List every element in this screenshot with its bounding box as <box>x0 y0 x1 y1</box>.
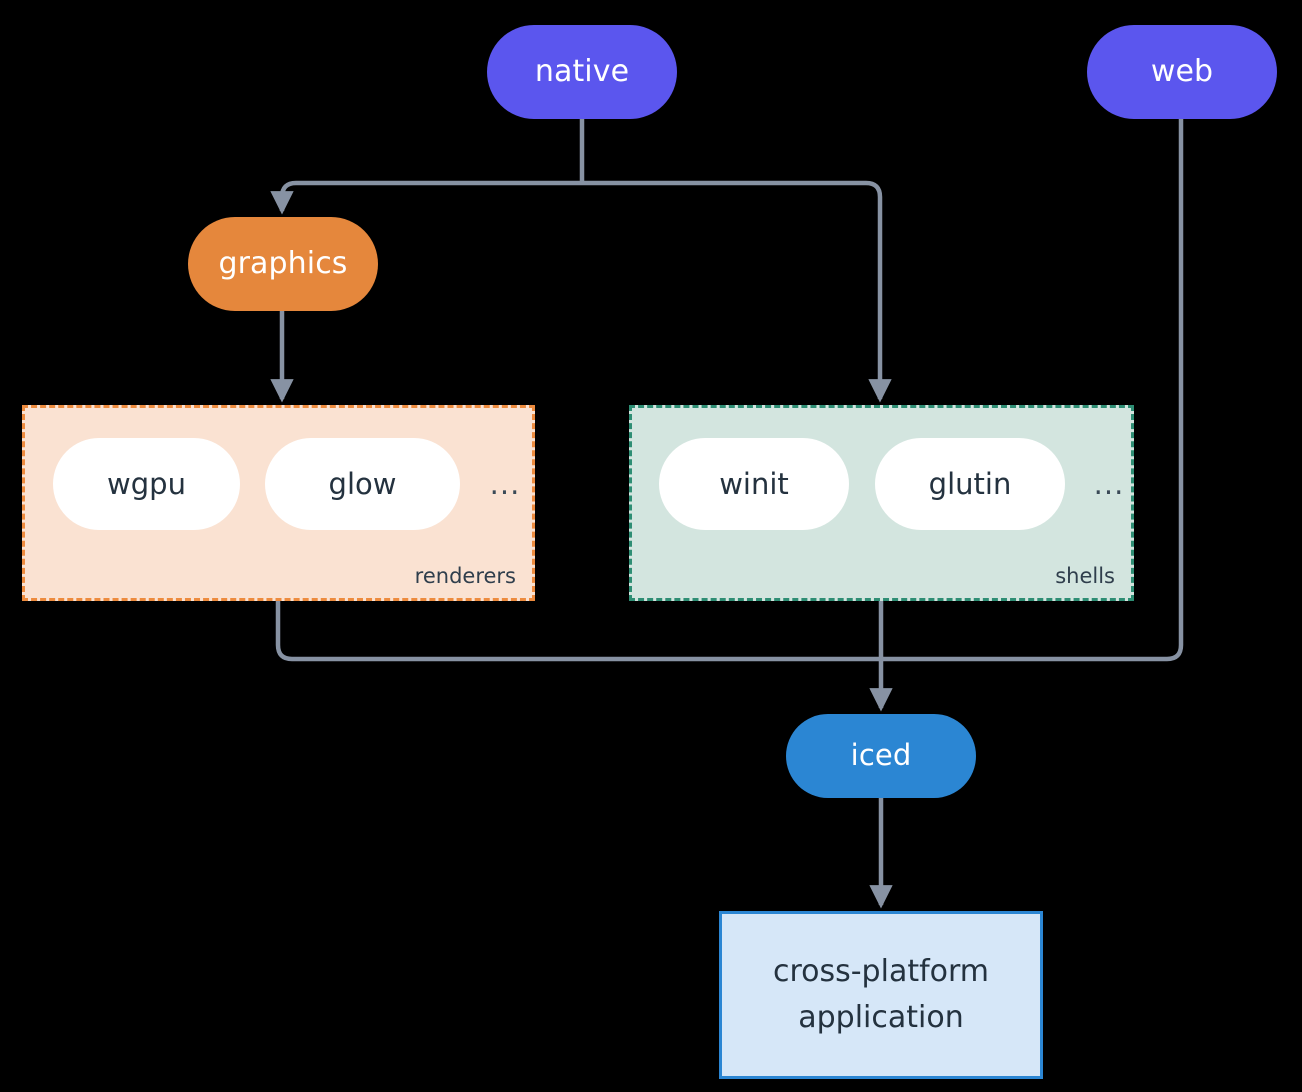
group-label-shells: shells <box>1055 564 1115 588</box>
application-label-line1: cross-platform <box>772 953 990 989</box>
edge-native-to-shells <box>582 180 892 403</box>
edge-renderers-to-iced <box>275 601 881 662</box>
group-label-renderers: renderers <box>414 564 516 588</box>
group-renderers[interactable]: wgpu glow ... renderers <box>22 405 535 601</box>
ellipsis-shells: ... <box>1093 467 1125 501</box>
node-native[interactable]: native <box>487 25 677 119</box>
node-web[interactable]: web <box>1087 25 1277 119</box>
group-shells[interactable]: winit glutin ... shells <box>629 405 1134 601</box>
chip-glutin[interactable]: glutin <box>875 438 1065 530</box>
edge-native-to-graphics <box>270 180 582 215</box>
chip-winit[interactable]: winit <box>659 438 849 530</box>
chip-glow[interactable]: glow <box>265 438 460 530</box>
ellipsis-renderers: ... <box>489 467 521 501</box>
chip-wgpu[interactable]: wgpu <box>53 438 240 530</box>
node-application[interactable]: cross-platform application <box>719 911 1043 1079</box>
node-iced[interactable]: iced <box>786 714 976 798</box>
node-graphics[interactable]: graphics <box>188 217 378 311</box>
application-label-line2: application <box>798 1000 964 1035</box>
